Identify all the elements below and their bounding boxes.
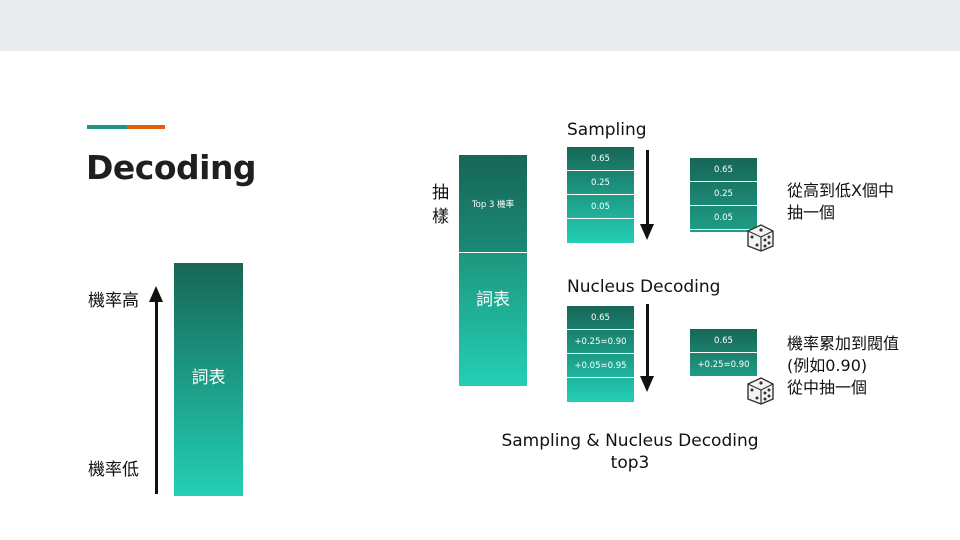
vocab-label: 詞表 bbox=[191, 368, 226, 388]
vocab-block: 詞表 bbox=[459, 253, 527, 386]
prob-cell bbox=[567, 378, 634, 401]
top3-block: Top 3 機率 bbox=[459, 155, 527, 252]
page-title: Decoding bbox=[86, 148, 257, 187]
sample-label-1: 抽 bbox=[432, 183, 449, 203]
nucleus-arrow-head bbox=[640, 376, 654, 392]
sampling-heading: Sampling bbox=[567, 120, 647, 140]
prob-cell: 0.05 bbox=[567, 195, 634, 219]
nucleus-prob-stack: 0.65 +0.25=0.90 +0.05=0.95 bbox=[567, 306, 634, 402]
prob-cell bbox=[567, 219, 634, 242]
nucleus-heading: Nucleus Decoding bbox=[567, 277, 721, 297]
prob-cell: 0.25 bbox=[567, 171, 634, 195]
sampling-note: 從高到低X個中 抽一個 bbox=[787, 180, 894, 224]
selected-cell: 0.05 bbox=[690, 206, 757, 230]
nucleus-arrow-shaft bbox=[646, 304, 649, 376]
prob-cell: 0.65 bbox=[567, 306, 634, 330]
up-arrow-shaft bbox=[155, 300, 158, 494]
sampling-selected-stack: 0.65 0.25 0.05 bbox=[690, 158, 757, 232]
nucleus-note: 機率累加到閥值 (例如0.90) 從中抽一個 bbox=[787, 333, 899, 399]
selected-cell: 0.65 bbox=[690, 158, 757, 182]
sample-label-2: 樣 bbox=[432, 207, 449, 227]
sampling-arrow-head bbox=[640, 224, 654, 240]
selected-cell: +0.25=0.90 bbox=[690, 353, 757, 377]
nucleus-note-line2: (例如0.90) bbox=[787, 356, 868, 375]
accent-line-teal bbox=[87, 125, 127, 129]
low-prob-label: 機率低 bbox=[88, 460, 139, 480]
top-bar bbox=[0, 0, 960, 51]
sampling-arrow-shaft bbox=[646, 150, 649, 224]
sampling-note-line2: 抽一個 bbox=[787, 203, 836, 222]
vocab-bar: 詞表 bbox=[174, 263, 243, 496]
prob-cell: +0.05=0.95 bbox=[567, 354, 634, 378]
sampling-prob-stack: 0.65 0.25 0.05 bbox=[567, 147, 634, 243]
high-prob-label: 機率高 bbox=[88, 291, 139, 311]
selected-cell: 0.65 bbox=[690, 329, 757, 353]
nucleus-note-line1: 機率累加到閥值 bbox=[787, 334, 900, 353]
prob-cell: 0.65 bbox=[567, 147, 634, 171]
top3-label: Top 3 機率 bbox=[471, 200, 515, 210]
dice-icon bbox=[747, 224, 774, 252]
sampling-note-line1: 從高到低X個中 bbox=[787, 181, 894, 200]
nucleus-note-line3: 從中抽一個 bbox=[787, 378, 868, 397]
nucleus-selected-stack: 0.65 +0.25=0.90 bbox=[690, 329, 757, 377]
vocab-block-label: 詞表 bbox=[476, 290, 510, 310]
dice-icon bbox=[747, 377, 774, 405]
caption-line1: Sampling & Nucleus Decoding bbox=[501, 431, 759, 451]
prob-cell: +0.25=0.90 bbox=[567, 330, 634, 354]
caption-line2: top3 bbox=[610, 453, 650, 473]
accent-line-orange bbox=[127, 125, 165, 129]
caption: Sampling & Nucleus Decoding top3 bbox=[480, 430, 780, 474]
up-arrow-head bbox=[149, 286, 163, 302]
selected-cell: 0.25 bbox=[690, 182, 757, 206]
